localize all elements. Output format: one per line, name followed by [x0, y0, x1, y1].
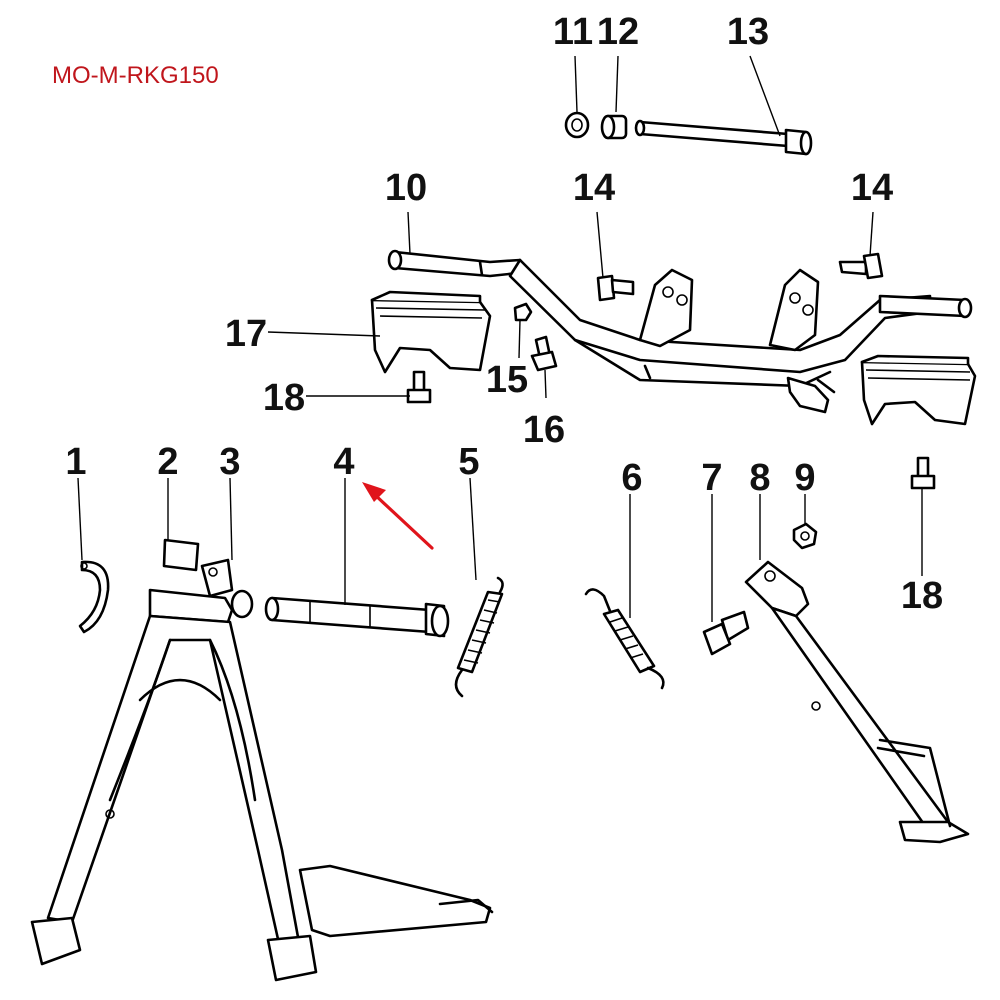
part-4-pivot-shaft — [264, 596, 450, 638]
callout-9: 9 — [794, 457, 815, 499]
callout-11: 11 — [553, 11, 593, 53]
callout-1: 1 — [65, 441, 86, 483]
part-7-bolt — [702, 610, 750, 656]
part-14-bolt-left — [596, 274, 635, 302]
part-17-footrest-pad-left — [370, 290, 492, 374]
part-16-bolt — [530, 335, 558, 372]
part-18-bolt-right — [910, 456, 936, 490]
part-10-footrest-bracket — [387, 249, 973, 414]
callout-2: 2 — [157, 441, 178, 483]
part-13-long-bolt — [634, 119, 813, 156]
part-17-footrest-pad-right — [860, 354, 977, 426]
part-5-spring — [454, 576, 504, 698]
callout-10: 10 — [385, 167, 427, 209]
part-18-bolt-left — [406, 370, 432, 404]
callout-14-left: 14 — [573, 167, 615, 209]
part-1-spring-hook — [78, 560, 110, 634]
part-15-nut — [513, 302, 533, 322]
callout-18-right: 18 — [901, 575, 943, 617]
part-12-collar — [600, 114, 628, 140]
callout-12: 12 — [597, 11, 639, 53]
callout-3: 3 — [219, 441, 240, 483]
part-6-spring — [584, 588, 665, 690]
callout-13: 13 — [727, 11, 769, 53]
leader-lines — [77, 55, 923, 622]
callout-6: 6 — [621, 457, 642, 499]
callout-numbers: 11 12 13 10 14 14 17 18 15 16 1 2 3 4 5 … — [65, 11, 943, 617]
callout-4: 4 — [333, 441, 354, 483]
part-2-collar — [162, 538, 200, 572]
part-8-side-stand — [744, 560, 970, 844]
part-14-bolt-right — [838, 252, 884, 280]
callout-16: 16 — [523, 409, 565, 451]
callout-7: 7 — [701, 457, 722, 499]
part-3-main-stand — [30, 558, 494, 982]
model-code-label: MO-M-RKG150 — [52, 62, 219, 89]
callout-8: 8 — [749, 457, 770, 499]
part-9-nut — [792, 522, 818, 550]
callout-18-left: 18 — [263, 377, 305, 419]
highlight-arrow — [362, 482, 434, 550]
callout-17: 17 — [225, 313, 267, 355]
callout-14-right: 14 — [851, 167, 893, 209]
callout-5: 5 — [458, 441, 479, 483]
callout-15: 15 — [486, 359, 528, 401]
part-11-nut — [564, 111, 590, 139]
